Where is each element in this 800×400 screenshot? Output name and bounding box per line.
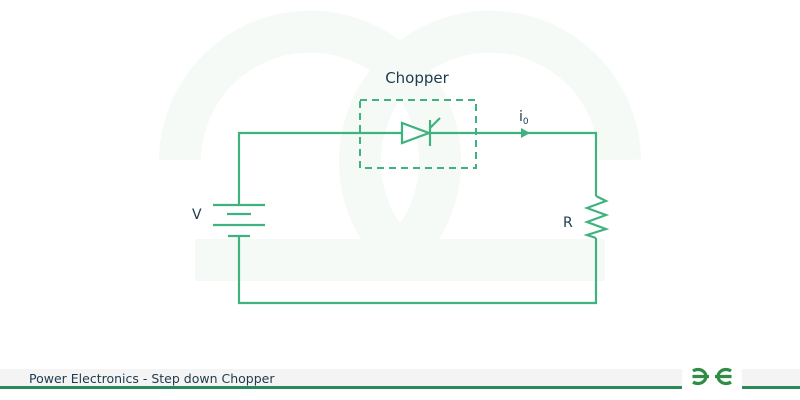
footer-bar-left: [0, 369, 682, 389]
watermark-logo: [159, 10, 641, 281]
wire-bottom: [237, 236, 598, 305]
resistor-label: R: [563, 215, 573, 231]
footer-bar-right: [742, 369, 800, 389]
chopper-title: Chopper: [385, 69, 449, 87]
resistor-icon: [583, 195, 610, 240]
thyristor-icon: [400, 117, 441, 146]
gfg-logo-icon: [692, 367, 732, 386]
current-arrow-icon: [521, 128, 530, 138]
footer: Power Electronics - Step down Chopper: [0, 367, 800, 389]
current-label: i0: [519, 109, 529, 127]
wire-top-left: [237, 131, 402, 205]
battery-icon: [213, 203, 265, 238]
footer-caption: Power Electronics - Step down Chopper: [29, 371, 275, 386]
wire-top-right: [430, 131, 598, 196]
voltage-label: V: [192, 207, 202, 223]
